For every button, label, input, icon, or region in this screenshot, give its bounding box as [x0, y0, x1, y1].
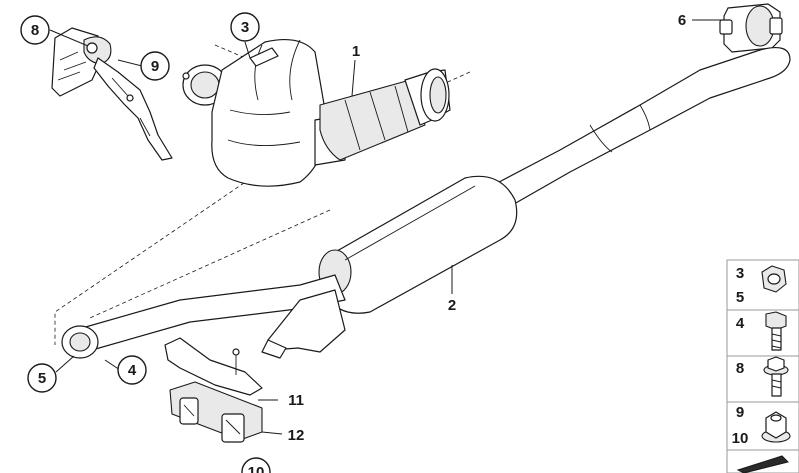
catalog-arrow-icon [736, 455, 789, 473]
legend-row-arrow [726, 449, 799, 473]
rubber-mount-bracket-part [164, 337, 263, 443]
callout-8: 8 [20, 15, 50, 45]
hex-nut-icon [761, 265, 787, 293]
svg-text:8: 8 [736, 360, 744, 377]
legend-row-bolt: 4 [726, 309, 799, 357]
label-12: 12 [288, 427, 305, 444]
label-11: 11 [288, 392, 304, 409]
svg-text:8: 8 [31, 22, 39, 39]
svg-text:6: 6 [678, 12, 686, 29]
svg-text:3: 3 [736, 265, 744, 282]
label-2: 2 [448, 297, 456, 314]
svg-text:9: 9 [151, 58, 159, 75]
svg-text:11: 11 [288, 392, 304, 409]
hex-bolt-icon [765, 311, 787, 351]
svg-text:5: 5 [38, 370, 46, 387]
svg-text:4: 4 [736, 315, 745, 332]
hanger-bracket-part [51, 27, 173, 161]
svg-text:10: 10 [732, 430, 749, 447]
svg-text:4: 4 [128, 362, 137, 379]
legend-row-flange-bolt: 8 [726, 355, 799, 403]
pipe-clamp-part [719, 3, 783, 53]
flange-nut-icon [761, 411, 791, 443]
svg-text:2: 2 [448, 297, 456, 314]
exhaust-pipe-muffler-part [61, 47, 791, 359]
callout-5: 5 [27, 363, 57, 393]
callout-10: 10 [241, 457, 271, 473]
fastener-legend: 3 5 4 8 [726, 259, 799, 473]
hex-bolt-flange-icon [763, 356, 789, 397]
label-6: 6 [678, 12, 686, 29]
label-1: 1 [352, 43, 360, 60]
svg-text:3: 3 [241, 19, 249, 36]
callout-9: 9 [140, 51, 170, 81]
legend-row-nut: 3 5 [726, 259, 799, 311]
svg-text:9: 9 [736, 404, 744, 421]
callout-4: 4 [117, 355, 147, 385]
svg-text:12: 12 [288, 427, 305, 444]
svg-text:5: 5 [736, 289, 744, 306]
center-pipe-converter-part [319, 68, 451, 161]
svg-text:1: 1 [352, 43, 360, 60]
svg-text:10: 10 [248, 464, 265, 473]
legend-row-flange-nut: 9 10 [726, 401, 799, 451]
callout-3: 3 [230, 12, 260, 42]
